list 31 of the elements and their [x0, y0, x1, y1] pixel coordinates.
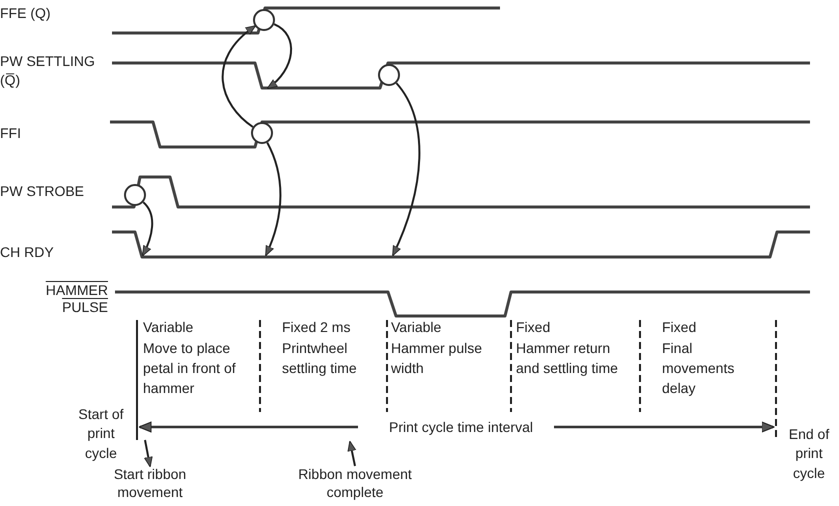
phase-heading: Variable — [391, 318, 442, 337]
signal-name: FFI — [0, 124, 22, 142]
signal-name: CH RDY — [0, 243, 55, 262]
phase-heading: Fixed — [662, 318, 698, 337]
arrow — [392, 82, 420, 256]
arrow — [222, 25, 256, 128]
arrow — [142, 202, 154, 256]
phase-description: Printwheel settling time — [282, 339, 358, 378]
phase-description: Hammer pulse width — [391, 339, 484, 378]
signal-name: HAMMER PULSE — [44, 282, 108, 316]
signal-name: PW STROBE — [0, 182, 86, 200]
phase-description: Final movements delay — [662, 339, 736, 398]
phase-heading: Fixed 2 ms — [282, 318, 352, 337]
phase-heading: Variable — [143, 318, 194, 337]
arrow — [144, 440, 153, 468]
signal-name: FFE (Q) — [0, 4, 52, 22]
arrow — [266, 23, 292, 89]
cycle-marker-label: Start of print cycle — [77, 405, 125, 463]
event-label: Start ribbon movement — [95, 466, 205, 501]
event-label: Ribbon movement complete — [280, 466, 430, 501]
arrow — [265, 142, 282, 256]
trigger-circle — [124, 184, 146, 206]
arrow — [348, 440, 356, 466]
phase-description: Hammer return and settling time — [516, 339, 619, 378]
phase-heading: Fixed — [516, 318, 552, 337]
trigger-circle — [378, 64, 400, 86]
trigger-circle — [251, 122, 273, 144]
signal-name: PW SETTLING (Q̅) — [0, 52, 96, 90]
phase-description: Move to place petal in front of hammer — [143, 339, 237, 398]
trigger-circle — [253, 9, 275, 31]
cycle-marker-label: End of print cycle — [788, 425, 830, 483]
